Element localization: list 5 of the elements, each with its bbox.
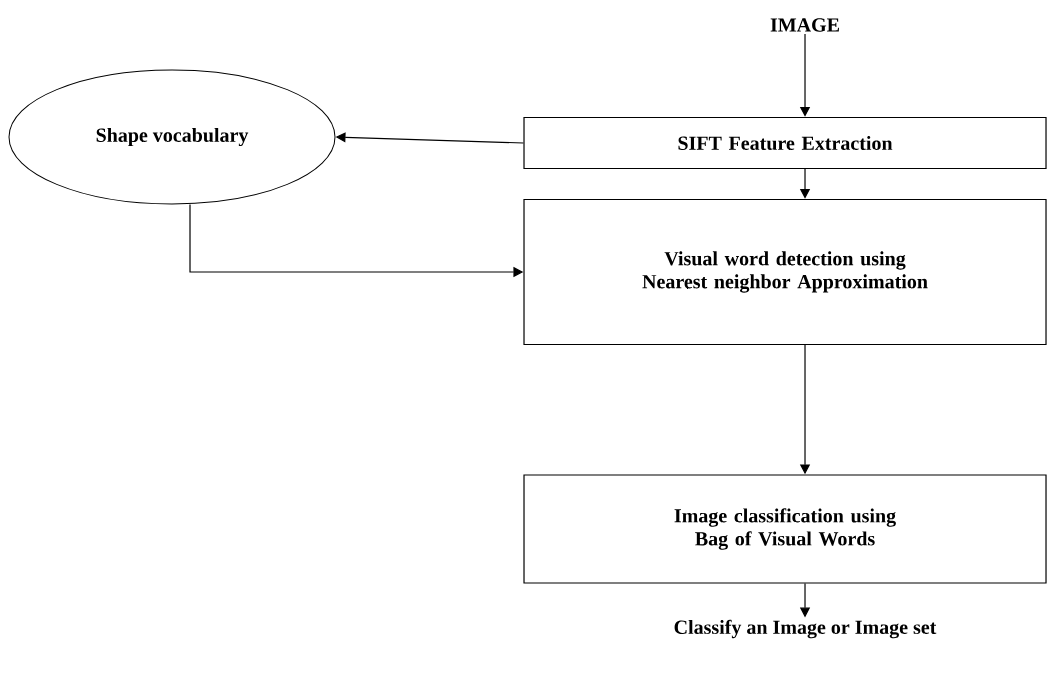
process-box: Visual word detection using Nearest neighbor Approximation [523,198,1047,346]
input-label: IMAGE [770,18,839,32]
output-label: Classify an Image or Image set [674,619,937,639]
process-box: SIFT Feature Extraction [523,116,1047,170]
process-box: Image classification using Bag of Visual Words [523,474,1047,584]
